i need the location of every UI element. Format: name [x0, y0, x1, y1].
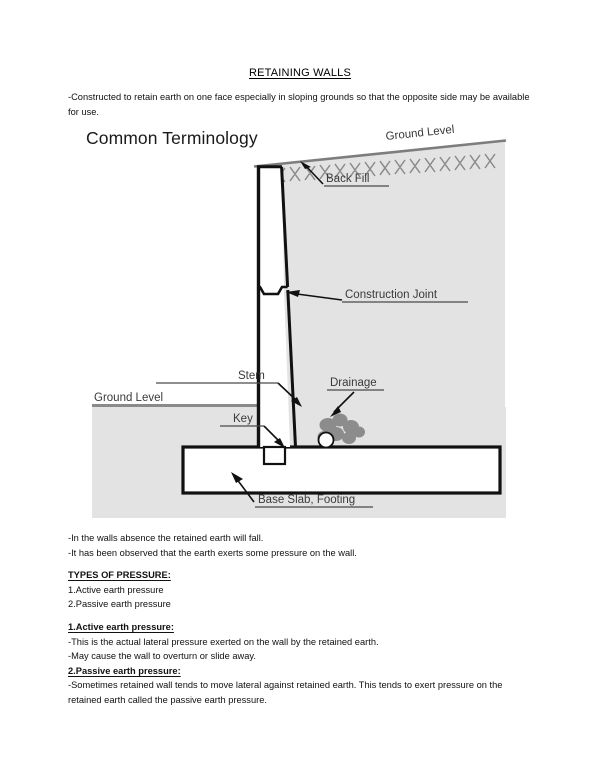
ground-level-top-label: Ground Level: [385, 124, 455, 143]
stem-label: Stem: [238, 370, 265, 382]
key-arrowhead: [274, 438, 285, 448]
active-pressure-heading: 1.Active earth pressure:: [68, 622, 174, 632]
intro-paragraph: -Constructed to retain earth on one face…: [68, 92, 530, 117]
base-slab-arrowhead: [231, 472, 243, 483]
back-fill-label: Back Fill: [326, 173, 369, 185]
construction-joint-notch: [258, 285, 288, 296]
base-slab-label: Base Slab, Footing: [258, 494, 355, 506]
drainage-arrowhead: [330, 406, 341, 417]
retaining-wall-figure: Common Terminology Ground Level Back Fil…: [68, 120, 532, 525]
base-slab-leader: [235, 477, 255, 503]
types-heading: TYPES OF PRESSURE:: [68, 570, 171, 580]
key-notch: [262, 445, 287, 466]
line-absence: -In the walls absence the retained earth…: [68, 533, 264, 543]
active-pressure-line-2: -May cause the wall to overturn or slide…: [68, 651, 256, 661]
passive-pressure-line-1: -Sometimes retained wall tends to move l…: [68, 680, 503, 705]
line-pressure: -It has been observed that the earth exe…: [68, 547, 357, 558]
key-leader: [263, 425, 281, 443]
stem-left-face-lower: [286, 289, 297, 448]
pressure-details-block: 1.Active earth pressure: -This is the ac…: [68, 620, 532, 707]
construction-joint-label: Construction Joint: [345, 289, 438, 301]
construction-joint-arrowhead: [286, 290, 300, 297]
back-fill-leader: [304, 164, 324, 185]
type-item-1: 1.Active earth pressure: [68, 584, 164, 595]
drainage-label: Drainage: [330, 377, 377, 389]
types-of-pressure-block: TYPES OF PRESSURE: 1.Active earth pressu…: [68, 568, 532, 612]
stem-left-face-upper: [280, 166, 290, 288]
ground-slope-line: [253, 139, 507, 168]
stem-leader: [277, 382, 298, 402]
drainage-pipe: [317, 431, 335, 449]
base-slab: [181, 445, 502, 495]
figure-title: Common Terminology: [86, 128, 258, 148]
stem-arrowhead: [291, 397, 302, 407]
page-title-text: RETAINING WALLS: [248, 67, 352, 79]
page-title: RETAINING WALLS: [0, 67, 600, 79]
active-pressure-line-1: -This is the actual lateral pressure exe…: [68, 636, 379, 647]
type-item-2: 2.Passive earth pressure: [68, 599, 171, 609]
observation-block: -In the walls absence the retained earth…: [68, 531, 532, 560]
back-fill-arrowhead: [300, 161, 311, 169]
retaining-wall-diagram: Ground Level Back Fill Ground Level: [92, 124, 507, 518]
ground-level-left-label: Ground Level: [94, 392, 163, 404]
stem-body-fill: [258, 166, 290, 447]
key-label: Key: [233, 413, 253, 425]
construction-joint-leader: [296, 293, 343, 301]
passive-pressure-heading: 2.Passive earth pressure:: [68, 665, 181, 676]
